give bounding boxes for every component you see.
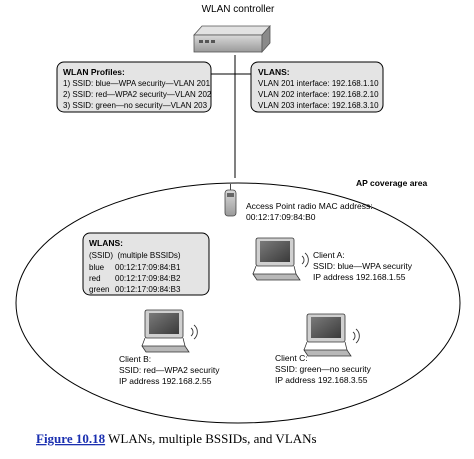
wlans-bssid: 00:12:17:09:84:B3 xyxy=(115,285,181,294)
wlans-bssid: 00:12:17:09:84:B1 xyxy=(115,263,181,272)
client-a-ssid: SSID: blue—WPA security xyxy=(313,261,413,271)
laptop-icon xyxy=(141,309,198,353)
figure-number-link[interactable]: Figure 10.18 xyxy=(36,431,106,446)
client-b-name: Client B: xyxy=(119,354,151,364)
ap-coverage-area xyxy=(15,182,461,424)
vlan-line: VLAN 203 interface: 192.168.3.10 xyxy=(258,101,379,110)
vlan-line: VLAN 201 interface: 192.168.1.10 xyxy=(258,79,379,88)
client-a-ip: IP address 192.168.1.55 xyxy=(313,272,406,282)
wlans-ssid: green xyxy=(89,285,109,294)
wlans-box xyxy=(82,232,210,296)
vlans-title: VLANS: xyxy=(258,67,290,77)
client-c-ip: IP address 192.168.3.55 xyxy=(275,375,368,385)
access-point-mac-value: 00:12:17:09:84:B0 xyxy=(246,212,316,222)
wlans-bssid: 00:12:17:09:84:B2 xyxy=(115,274,181,283)
wlan-profiles-title: WLAN Profiles: xyxy=(63,67,125,77)
vlan-line: VLAN 202 interface: 192.168.2.10 xyxy=(258,90,379,99)
access-point-mac-label: Access Point radio MAC address: xyxy=(246,201,373,211)
client-b-ip: IP address 192.168.2.55 xyxy=(119,376,212,386)
controller-device-icon xyxy=(193,24,271,54)
coverage-area-label: AP coverage area xyxy=(356,178,427,188)
wlan-profile-line: 3) SSID: green—no security—VLAN 203 xyxy=(63,101,208,110)
wlans-title: WLANS: xyxy=(89,238,123,248)
wlans-ssid: red xyxy=(89,274,101,283)
client-a-name: Client A: xyxy=(313,250,345,260)
wlan-profile-line: 1) SSID: blue—WPA security—VLAN 201 xyxy=(63,79,211,88)
client-c-ssid: SSID: green—no security xyxy=(275,364,372,374)
client-b-ssid: SSID: red—WPA2 security xyxy=(119,365,220,375)
wlans-header: (SSID) (multiple BSSIDs) xyxy=(89,251,181,260)
figure-caption-text: WLANs, multiple BSSIDs, and VLANs xyxy=(105,431,317,446)
client-c-name: Client C: xyxy=(275,353,308,363)
laptop-icon xyxy=(252,237,309,281)
laptop-icon xyxy=(303,313,360,357)
wlan-profiles-box xyxy=(56,61,212,113)
figure-caption: Figure 10.18 WLANs, multiple BSSIDs, and… xyxy=(36,431,317,446)
vlans-box xyxy=(250,61,384,113)
access-point-icon xyxy=(224,184,237,217)
controller-label: WLAN controller xyxy=(202,4,275,15)
wlans-ssid: blue xyxy=(89,263,105,272)
wlan-profile-line: 2) SSID: red—WPA2 security—VLAN 202 xyxy=(63,90,212,99)
